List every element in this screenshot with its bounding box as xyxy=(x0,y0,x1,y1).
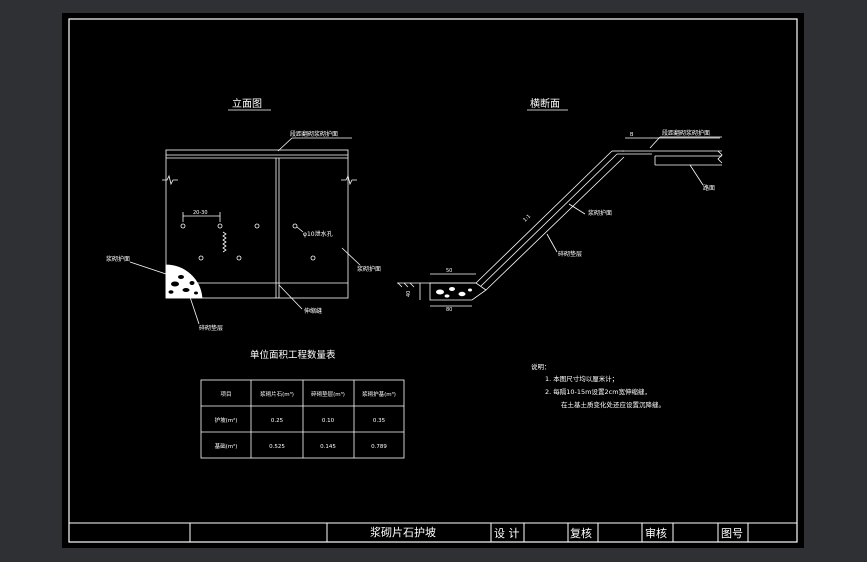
sec-dim-toe-top: 50 xyxy=(446,268,452,274)
drawing-number-label: 图号 xyxy=(721,527,743,540)
drain-hole xyxy=(292,223,298,229)
drain-hole xyxy=(310,255,316,261)
elev-label-left: 浆砌护面 xyxy=(106,255,130,263)
crest-dim-text: B xyxy=(630,132,634,138)
table-cell: 基础(m²) xyxy=(215,442,238,450)
quantity-table: 单位面积工程数量表 项目 浆砌片石(m³) 碎砌垫层(m³) 浆砌护基(m³) … xyxy=(200,349,405,459)
leader-joint xyxy=(278,284,303,310)
sec-label-soil: 路面 xyxy=(703,184,715,192)
section-leader-soil xyxy=(689,164,704,186)
table-cell: 护坡(m²) xyxy=(215,416,238,424)
note-item: 1. 本图尺寸均以厘米计； xyxy=(545,374,618,383)
rubble-stones xyxy=(168,275,198,295)
table-header-cell: 浆砌护基(m³) xyxy=(362,390,396,398)
leader-left xyxy=(129,261,173,277)
notes-heading: 说明： xyxy=(531,362,551,371)
section-leader-top xyxy=(649,136,661,149)
elev-label-joint: 伸缩缝 xyxy=(304,307,322,315)
sheet-border xyxy=(68,18,798,543)
drain-hole xyxy=(236,255,242,261)
drain-hole xyxy=(198,255,204,261)
design-label: 设 计 xyxy=(494,527,520,540)
review-label: 复核 xyxy=(570,526,592,540)
note-item: 在土基土质变化处还应设置沉降缝。 xyxy=(561,400,665,409)
title-block-text: 浆砌片石护坡 设 计 复核 审核 图号 xyxy=(370,525,743,540)
section-break-mark xyxy=(717,150,723,164)
table-header-cell: 项目 xyxy=(220,391,231,398)
toe-hatch xyxy=(403,282,409,288)
section-leader-bed xyxy=(546,233,558,253)
section-title: 横断面 xyxy=(530,97,560,110)
table-frame xyxy=(200,379,405,459)
toe-rubble xyxy=(436,287,472,298)
leader-top xyxy=(277,137,293,152)
leader-drain-2 xyxy=(341,247,361,266)
elevation-view: 立面图 20-30 xyxy=(129,97,361,325)
section-leader-mid xyxy=(568,203,586,215)
elev-label-top: 段距翻砌浆砌护面 xyxy=(290,130,338,138)
table-cell: 0.35 xyxy=(373,418,386,424)
toe-hatch xyxy=(397,282,403,288)
table-title: 单位面积工程数量表 xyxy=(250,349,336,361)
slope-inner-2 xyxy=(485,156,625,291)
title-block xyxy=(69,522,797,542)
table-cell: 0.789 xyxy=(371,444,387,450)
sec-label-top: 段距翻砌浆砌护面 xyxy=(662,129,710,137)
leader-drain xyxy=(296,226,304,233)
approve-label: 审核 xyxy=(645,526,667,540)
table-cell: 0.10 xyxy=(322,418,335,424)
table-cell: 0.25 xyxy=(271,418,284,424)
elev-label-right-small: 浆砌护面 xyxy=(357,265,381,273)
break-mark-left xyxy=(162,174,178,186)
leader-bottom xyxy=(189,296,200,325)
drain-hole xyxy=(254,223,260,229)
elev-label-bottom: 碎砌垫层 xyxy=(199,324,223,332)
notes: 说明： 1. 本图尺寸均以厘米计； 2. 每隔10-15m设置2cm宽伸缩缝， … xyxy=(531,362,665,409)
sec-dim-slope: 1:1 xyxy=(522,214,532,224)
sec-dim-toe-bottom: 80 xyxy=(446,307,452,313)
table-header-cell: 浆砌片石(m³) xyxy=(260,390,294,398)
corner-rubble xyxy=(165,264,203,299)
sec-label-bed: 碎砌垫层 xyxy=(558,250,582,258)
elevation-panel xyxy=(165,149,349,299)
elev-label-drain: φ10泄水孔 xyxy=(303,230,333,238)
drain-hole xyxy=(217,223,223,229)
zigzag-detail xyxy=(222,231,227,253)
break-mark-right xyxy=(341,174,357,186)
slope-outer xyxy=(475,150,613,284)
section-labels: 段距翻砌浆砌护面 浆砌护面 碎砌垫层 路面 1:1 50 80 40 xyxy=(406,129,715,313)
note-item: 2. 每隔10-15m设置2cm宽伸缩缝， xyxy=(545,387,651,396)
section-view: 横断面 B xyxy=(397,97,723,307)
spacing-dim-text: 20-30 xyxy=(193,210,208,216)
table-cell: 0.525 xyxy=(269,444,285,450)
elevation-labels: 段距翻砌浆砌护面 浆砌护面 φ10泄水孔 浆砌护面 伸缩缝 碎砌垫层 xyxy=(106,130,381,332)
elevation-title: 立面图 xyxy=(232,97,262,110)
table-cell: 0.145 xyxy=(320,444,336,450)
toe-block xyxy=(429,282,487,301)
sec-label-mid: 浆砌护面 xyxy=(588,209,612,217)
sec-dim-toe-h: 40 xyxy=(406,291,412,297)
toe-hatch xyxy=(409,282,415,288)
slope-inner-1 xyxy=(480,153,618,287)
drawing-title: 浆砌片石护坡 xyxy=(370,525,436,539)
table-header-cell: 碎砌垫层(m³) xyxy=(311,390,345,398)
drain-hole xyxy=(180,223,186,229)
